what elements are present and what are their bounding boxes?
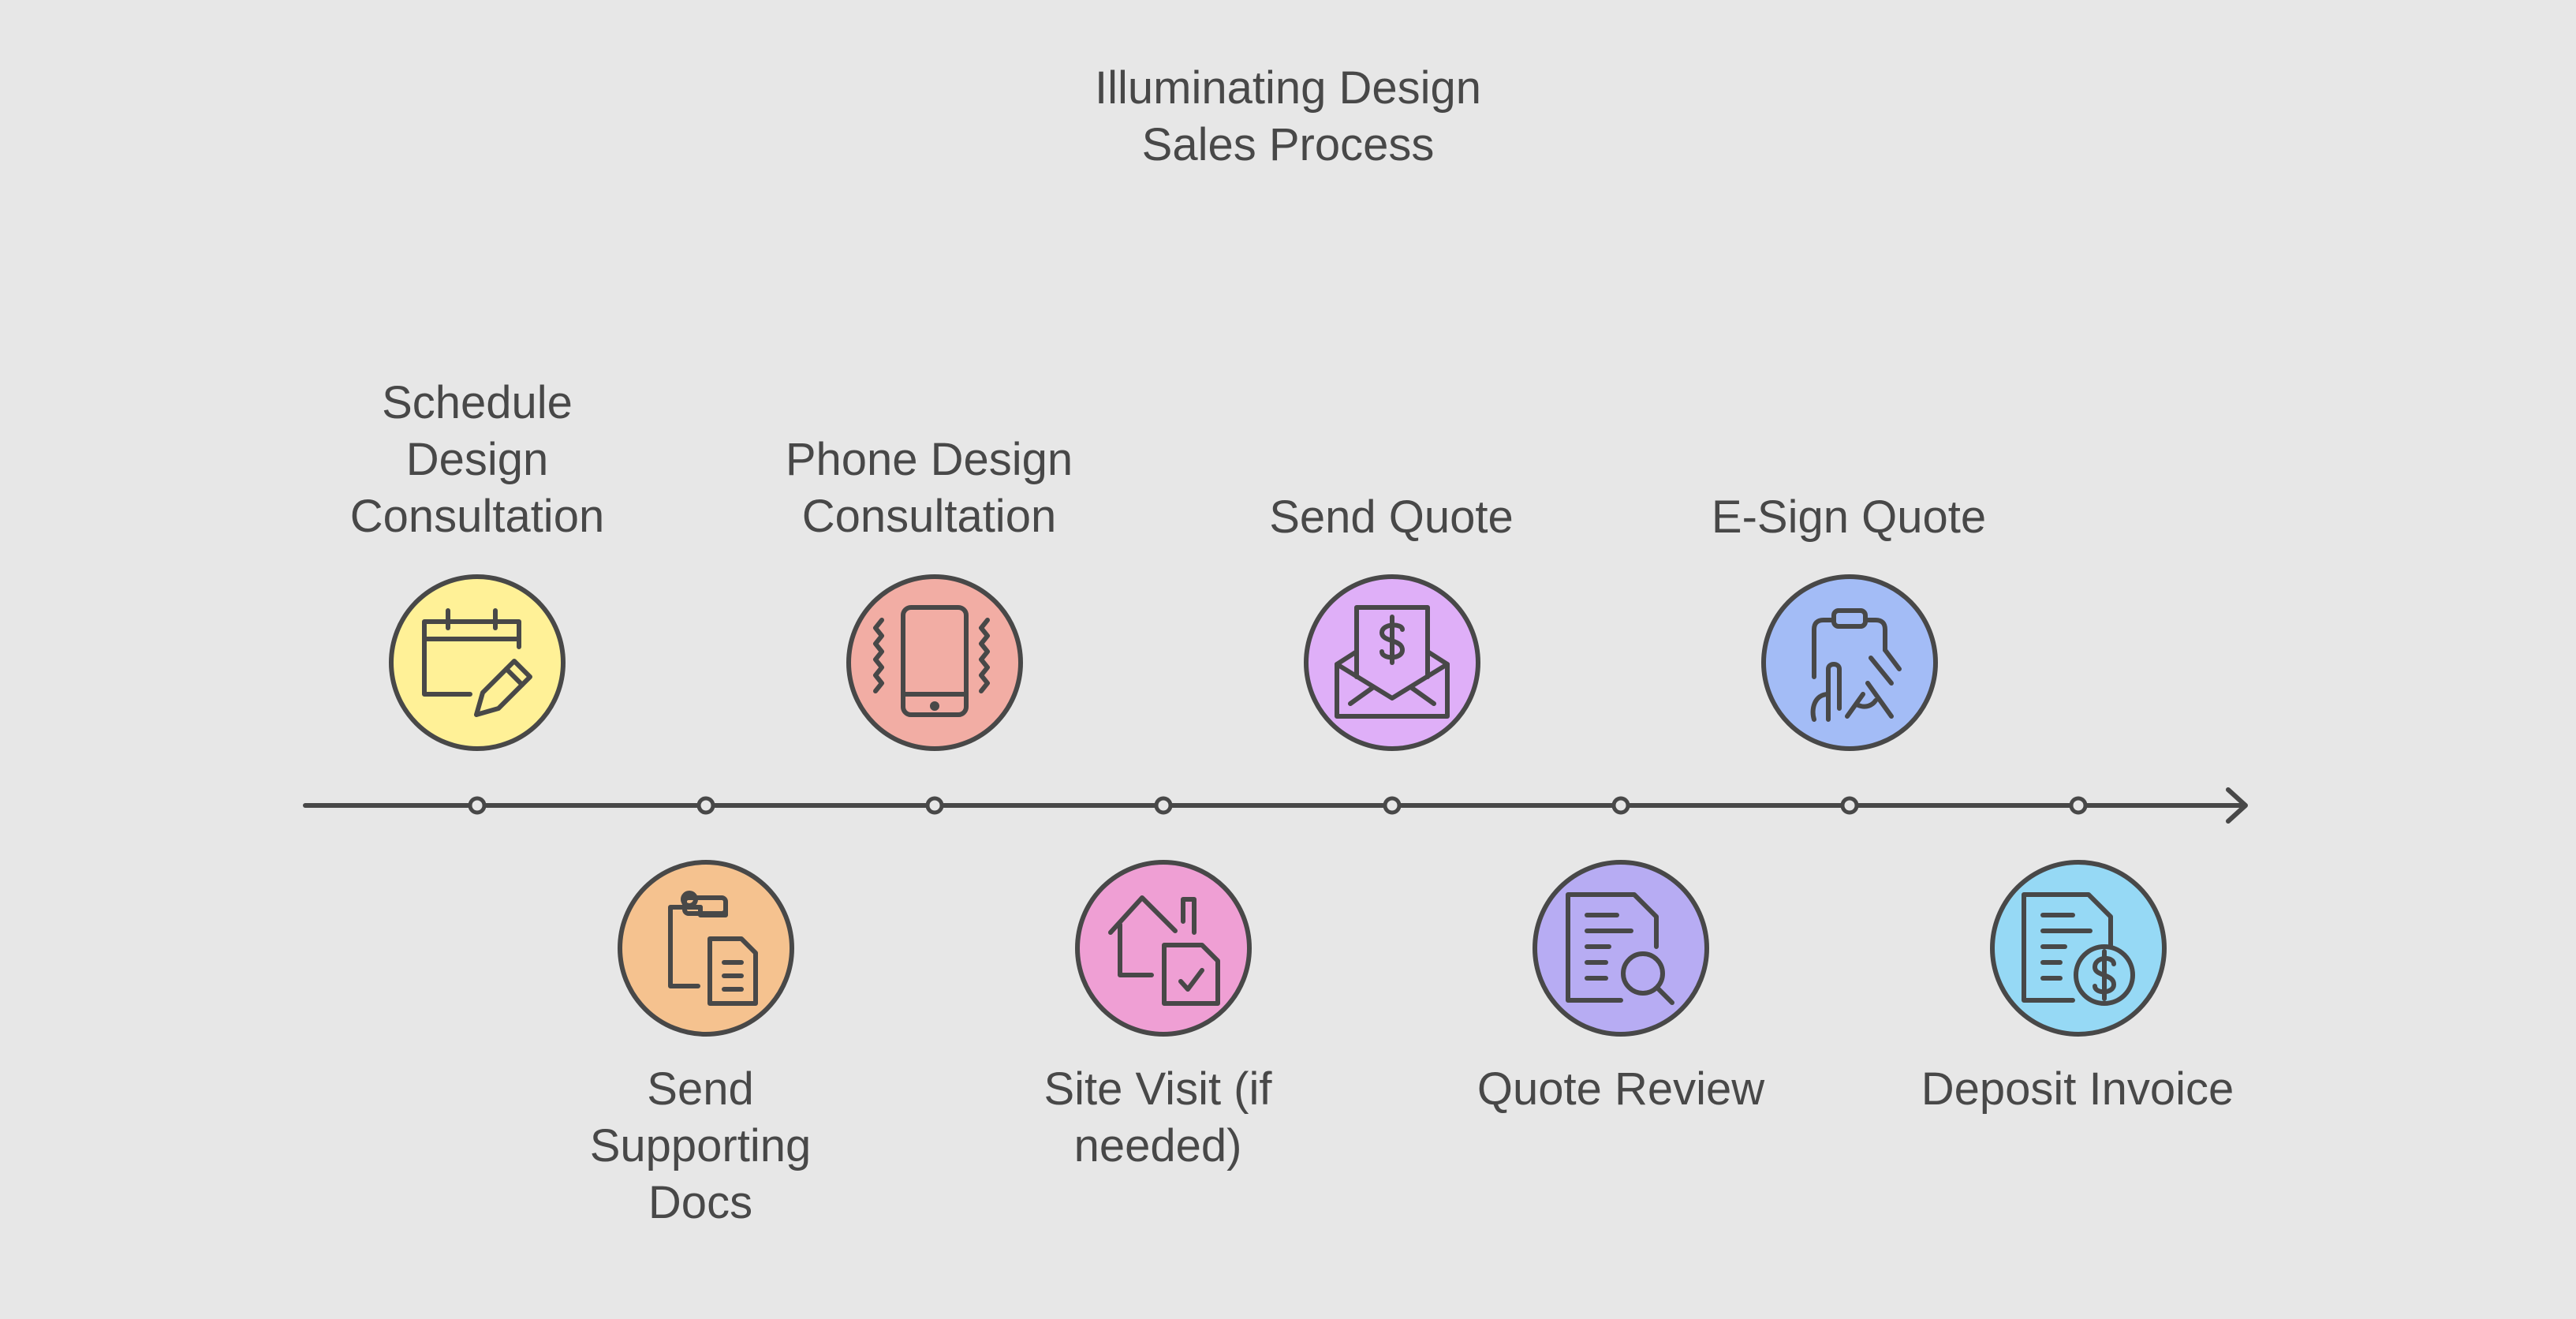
timeline-ticks bbox=[468, 796, 2088, 815]
vibrating-phone-icon bbox=[873, 605, 990, 717]
timeline-tick bbox=[1611, 796, 1630, 815]
timeline-tick bbox=[925, 796, 944, 815]
timeline-tick bbox=[468, 796, 487, 815]
step-node-e-sign-quote bbox=[1761, 574, 1938, 751]
timeline-tick bbox=[1383, 796, 1402, 815]
document-magnifier-icon bbox=[1566, 892, 1674, 1005]
step-circle bbox=[1761, 574, 1938, 751]
step-node-send-quote bbox=[1304, 574, 1480, 751]
step-circle bbox=[846, 574, 1023, 751]
step-circle bbox=[618, 860, 794, 1037]
house-checklist-icon bbox=[1108, 895, 1220, 1006]
timeline-tick bbox=[2069, 796, 2088, 815]
diagram-title: Illuminating Design Sales Process bbox=[1094, 62, 1482, 170]
timeline-arrowhead-icon bbox=[2226, 787, 2248, 824]
step-label-send-quote: Send Quote bbox=[1269, 491, 1514, 543]
timeline-tick bbox=[696, 796, 715, 815]
step-circle bbox=[1533, 860, 1709, 1037]
step-circle bbox=[1990, 860, 2167, 1037]
envelope-dollar-icon bbox=[1335, 605, 1450, 719]
step-label-quote-review: Quote Review bbox=[1477, 1063, 1765, 1115]
step-node-deposit-invoice bbox=[1990, 860, 2167, 1037]
step-label-deposit-invoice: Deposit Invoice bbox=[1921, 1063, 2234, 1115]
step-label-site-visit: Site Visit (if needed) bbox=[1043, 1063, 1272, 1171]
step-node-schedule-design-consultation bbox=[389, 574, 566, 751]
invoice-dollar-icon bbox=[2022, 892, 2135, 1006]
step-label-e-sign-quote: E-Sign Quote bbox=[1711, 491, 1987, 543]
step-circle bbox=[389, 574, 566, 751]
hand-tap-clipboard-icon bbox=[1810, 608, 1902, 722]
step-label-phone-design-consultation: Phone Design Consultation bbox=[785, 434, 1073, 542]
step-label-send-supporting-docs: Send Supporting Docs bbox=[589, 1063, 812, 1228]
step-node-site-visit bbox=[1075, 860, 1252, 1037]
step-node-quote-review bbox=[1533, 860, 1709, 1037]
timeline-tick bbox=[1840, 796, 1859, 815]
step-node-send-supporting-docs bbox=[618, 860, 794, 1037]
clipboard-document-icon bbox=[668, 891, 758, 1006]
step-node-phone-design-consultation bbox=[846, 574, 1023, 751]
timeline-tick bbox=[1154, 796, 1173, 815]
step-label-schedule-design-consultation: Schedule Design Consultation bbox=[349, 377, 605, 542]
calendar-pencil-icon bbox=[422, 608, 532, 717]
